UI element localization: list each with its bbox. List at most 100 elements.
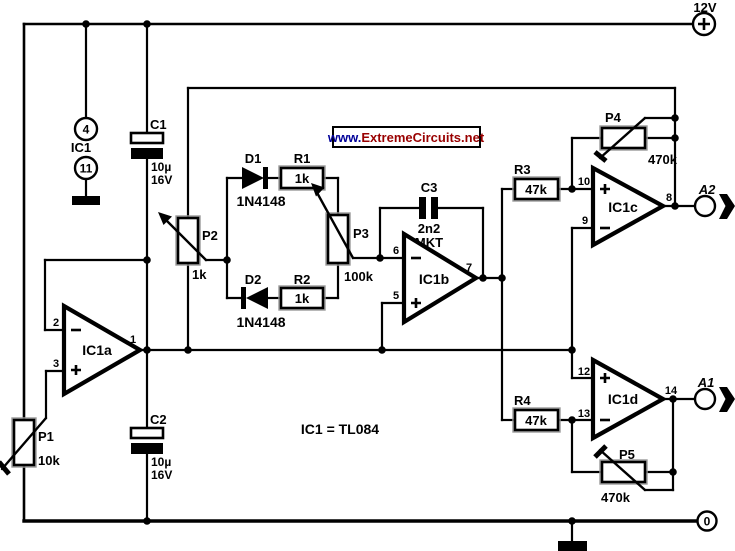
cap-c3-value: 2n2 [418,221,440,236]
opamp-triangle-icon [401,230,481,326]
wiper-arrow-icon [158,212,172,225]
capacitor-plus-plate [129,131,165,145]
resistor-r3-ref: R3 [514,162,531,177]
capacitor-minus-plate [131,443,163,454]
pot-p4: P4 470k [593,110,678,167]
junction-dots [82,20,679,525]
opamp-ic1b: IC1b 6 5 7 [393,230,481,326]
noninverting-input-sign [71,365,81,375]
diode-triangle-icon [246,287,268,309]
capacitor-plate [419,197,426,219]
supply-12v-terminal: 12V [691,0,717,37]
noninverting-input-sign [600,184,610,194]
opamp-triangle-icon [590,164,668,249]
resistor-r4: 47k R4 [512,393,561,433]
diode-cathode-bar [263,167,268,189]
banner-url: www.ExtremeCircuits.net [327,130,485,145]
resistor-r1-value: 1k [295,171,310,186]
resistor-r4-ref: R4 [514,393,531,408]
banner-watermark: www.ExtremeCircuits.net [327,126,485,148]
pot-p1: P1 10k [0,416,60,476]
zero-terminal-icon [696,510,718,532]
pin-12-label: 12 [578,366,590,378]
cap-c3: C3 2n2 MKT [415,180,443,250]
pin-8-label: 8 [666,192,672,204]
opamp-ic1c: IC1c 10 9 8 [578,164,672,249]
banner-brand: ExtremeCircuits [361,130,461,145]
diode-d2: D2 1N4148 [236,272,285,330]
pin-6-label: 6 [393,245,399,257]
pot-p3: P3 100k [311,183,374,284]
wiper-arrow-icon [311,183,325,197]
signal-arrow-icon [719,387,735,412]
output-a2-label: A2 [698,182,716,197]
zero-terminal-label: 0 [704,515,711,529]
pin-14-label: 14 [665,385,678,397]
diode-cathode-bar [241,287,246,309]
ic1-power-pins: 4 IC1 11 [71,116,100,205]
pin-7-label: 7 [466,262,472,274]
pot-p5: P5 470k [593,444,648,505]
resistor-r4-value: 47k [525,413,547,428]
ground-terminal-0: 0 [696,510,718,532]
resistor-r1: 1k R1 [278,151,326,191]
diode-d1-ref: D1 [245,151,262,166]
ground-bar-icon [558,541,587,551]
pin-5-label: 5 [393,290,399,302]
cap-c1-value: 10µ [151,160,171,174]
output-terminal-icon [693,194,717,218]
cap-c2: C2 10µ 16V [129,412,172,482]
ic1-pin4-label: 4 [83,123,90,137]
opamp-triangle-icon [61,302,145,398]
noninverting-input-sign [600,373,610,383]
resistor-r2-value: 1k [295,291,310,306]
pot-p5-value: 470k [601,490,631,505]
pin-1-label: 1 [130,334,136,346]
pot-p2-value: 1k [192,267,207,282]
ic1-pin11-label: 11 [80,162,93,176]
output-a2: A2 [693,182,735,219]
banner-prefix: www. [327,130,361,145]
diode-triangle-icon [242,167,264,189]
pot-p3-ref: P3 [353,226,369,241]
pin-2-label: 2 [53,317,59,329]
ground-bar-icon [72,196,100,205]
diode-d2-ref: D2 [245,272,262,287]
diode-d1-part: 1N4148 [236,193,285,209]
pot-p1-ref: P1 [38,429,54,444]
pot-p2: P2 1k [158,212,218,282]
resistor-r3-value: 47k [525,182,547,197]
output-terminal-icon [693,387,717,411]
pot-p3-value: 100k [344,269,374,284]
capacitor-plus-plate [129,426,165,440]
resistor-r1-ref: R1 [294,151,311,166]
resistor-r2: 1k R2 [278,272,326,311]
output-a1: A1 [693,375,735,412]
pot-p4-value: 470k [648,152,678,167]
capacitor-plate [431,197,438,219]
ground-symbol [558,541,587,551]
pot-p1-value: 10k [38,453,60,468]
opamp-ic1b-label: IC1b [419,271,449,287]
pin-13-label: 13 [578,408,590,420]
signal-arrow-icon [719,194,735,219]
cap-c2-ref: C2 [150,412,167,427]
cap-c1: C1 10µ 16V [129,117,172,187]
pot-p5-ref: P5 [619,447,635,462]
output-a1-label: A1 [697,375,715,390]
pin-10-label: 10 [578,176,590,188]
capacitor-minus-plate [131,148,163,159]
pin-3-label: 3 [53,358,59,370]
resistor-r3: 47k R3 [512,162,561,202]
supply-voltage-label: 12V [693,0,716,15]
opamp-triangle-icon [590,356,668,442]
cap-c2-voltage: 16V [151,468,172,482]
opamp-ic1a: IC1a 2 3 1 [53,302,145,398]
cap-c1-voltage: 16V [151,173,172,187]
opamp-ic1a-label: IC1a [82,342,112,358]
banner-border [332,126,481,148]
resistor-r2-ref: R2 [294,272,311,287]
pot-p4-ref: P4 [605,110,622,125]
pot-p2-ref: P2 [202,228,218,243]
